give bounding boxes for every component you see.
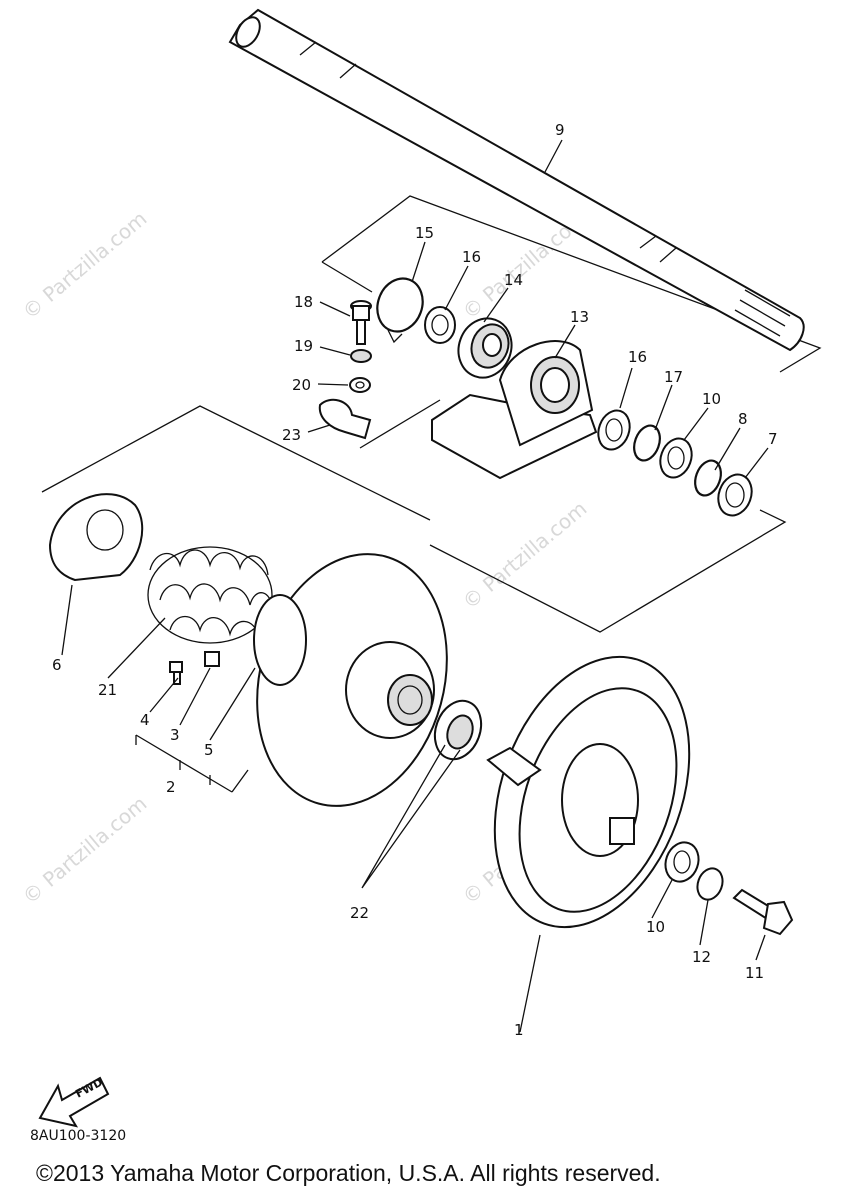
diagram-code: 8AU100-3120 bbox=[30, 1128, 127, 1144]
watermark: © Partzilla.com bbox=[18, 791, 152, 909]
spring-part-21 bbox=[147, 546, 273, 644]
copyright-notice: ©2013 Yamaha Motor Corporation, U.S.A. A… bbox=[36, 1160, 661, 1186]
callout-part-4: 4 bbox=[140, 711, 150, 729]
snap-ring-part-8 bbox=[694, 459, 722, 497]
callout-part-11: 11 bbox=[745, 964, 764, 982]
callout-part-10: 10 bbox=[646, 918, 665, 936]
cam-part-6 bbox=[48, 493, 144, 582]
callout-part-9: 9 bbox=[555, 121, 565, 139]
callout-part-2: 2 bbox=[166, 778, 176, 796]
callout-part-19: 19 bbox=[294, 337, 313, 355]
washer-part-16-lower bbox=[597, 409, 631, 451]
fixed-sheave-part-1 bbox=[486, 655, 691, 929]
slider-part-3 bbox=[204, 651, 220, 667]
callout-part-13: 13 bbox=[570, 308, 589, 326]
washer-part-10-upper bbox=[659, 437, 693, 479]
callout-labels: 9 15 16 14 13 18 19 20 23 16 17 10 8 7 6… bbox=[52, 121, 778, 1039]
fwd-arrow-icon: FWD bbox=[38, 1076, 110, 1128]
callout-part-12: 12 bbox=[692, 948, 711, 966]
callout-part-16: 16 bbox=[628, 348, 647, 366]
callout-part-14: 14 bbox=[504, 271, 523, 289]
callout-part-17: 17 bbox=[664, 368, 683, 386]
washer-part-16-upper bbox=[424, 306, 456, 344]
hub-part-5-rear bbox=[253, 594, 307, 686]
assembly-bracket-upper bbox=[321, 195, 822, 449]
assembly-bracket-lower bbox=[41, 405, 787, 633]
callout-part-22: 22 bbox=[350, 904, 369, 922]
callout-part-8: 8 bbox=[738, 410, 748, 428]
callout-part-5: 5 bbox=[204, 741, 214, 759]
collar-part-22 bbox=[433, 699, 483, 761]
leader-lines bbox=[61, 139, 769, 1033]
callout-part-16: 16 bbox=[462, 248, 481, 266]
bolt-part-11 bbox=[732, 888, 794, 936]
shaft-part-9 bbox=[228, 8, 805, 352]
clamp-part-23 bbox=[318, 398, 372, 440]
callout-part-18: 18 bbox=[294, 293, 313, 311]
snap-ring-part-15 bbox=[376, 277, 424, 344]
callout-part-10: 10 bbox=[702, 390, 721, 408]
bolt-part-4 bbox=[169, 661, 183, 685]
callout-part-23: 23 bbox=[282, 426, 301, 444]
watermark: © Partzilla.com bbox=[18, 206, 152, 324]
sliding-sheave-part-5 bbox=[256, 553, 448, 807]
snap-ring-part-17 bbox=[633, 424, 661, 462]
callout-part-7: 7 bbox=[768, 430, 778, 448]
callout-part-21: 21 bbox=[98, 681, 117, 699]
callout-bracket-part-2 bbox=[135, 734, 249, 793]
callout-part-3: 3 bbox=[170, 726, 180, 744]
washer-part-19 bbox=[350, 349, 372, 363]
washer-part-10-lower bbox=[664, 841, 700, 883]
callout-part-20: 20 bbox=[292, 376, 311, 394]
bearing-part-14 bbox=[457, 317, 513, 379]
watermark: © Partzilla.com bbox=[458, 496, 592, 614]
collar-part-20 bbox=[349, 377, 371, 393]
washer-part-7 bbox=[717, 473, 753, 517]
bolt-part-18 bbox=[350, 300, 372, 345]
bearing-housing-part-13 bbox=[431, 340, 598, 480]
washer-part-12 bbox=[696, 867, 724, 901]
callout-part-15: 15 bbox=[415, 224, 434, 242]
callout-part-1: 1 bbox=[514, 1021, 524, 1039]
callout-part-6: 6 bbox=[52, 656, 62, 674]
